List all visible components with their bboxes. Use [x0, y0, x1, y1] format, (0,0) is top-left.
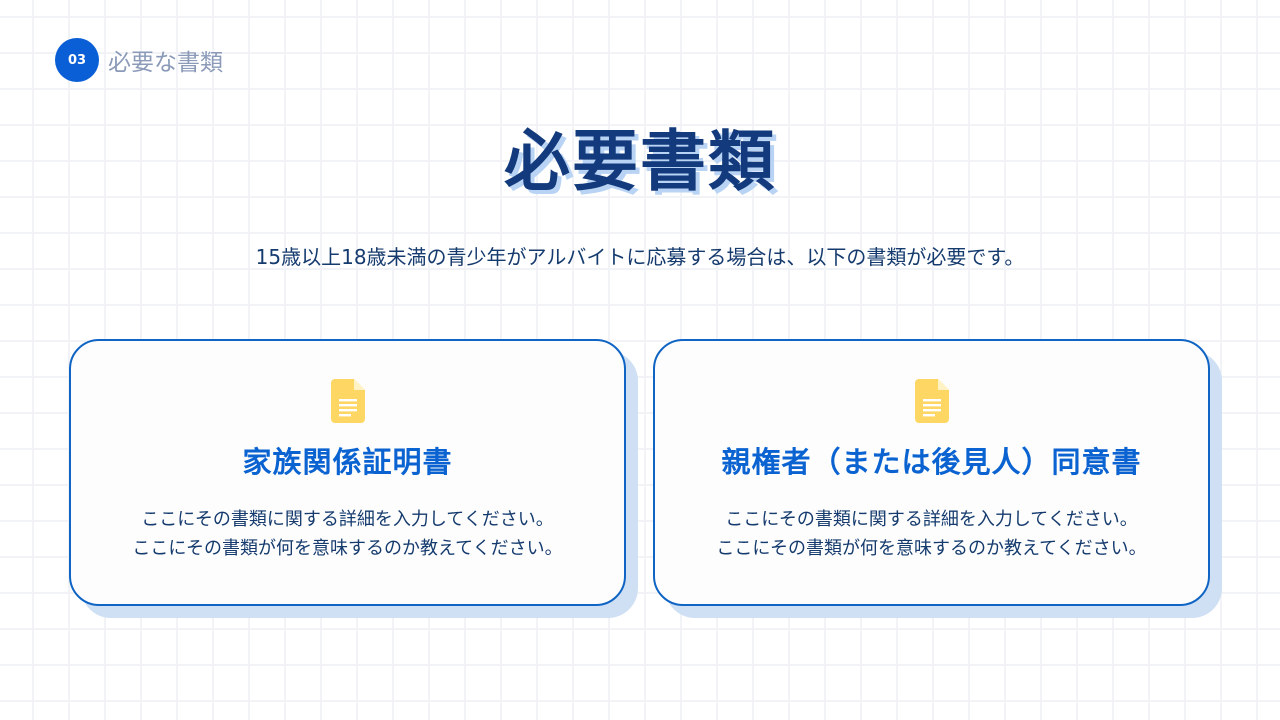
section-header: 03 必要な書類 — [55, 38, 223, 82]
section-number-badge: 03 — [55, 38, 99, 82]
page-subtitle: 15歳以上18歳未満の青少年がアルバイトに応募する場合は、以下の書類が必要です。 — [255, 245, 1025, 269]
card-title: 家族関係証明書 — [242, 445, 453, 479]
card-body-line: ここにその書類に関する詳細を入力してください。 — [725, 509, 1138, 530]
document-card-guardian-consent: 親権者（または後見人）同意書 ここにその書類に関する詳細を入力してください。 こ… — [653, 339, 1210, 606]
card-body-line: ここにその書類が何を意味するのか教えてください。 — [132, 538, 563, 559]
document-icon — [914, 379, 949, 423]
document-icon — [330, 379, 365, 423]
document-card-family-certificate: 家族関係証明書 ここにその書類に関する詳細を入力してください。 ここにその書類が… — [69, 339, 626, 606]
section-label: 必要な書類 — [108, 50, 223, 76]
card-body: ここにその書類に関する詳細を入力してください。 ここにその書類が何を意味するのか… — [132, 505, 562, 563]
card-body-line: ここにその書類が何を意味するのか教えてください。 — [716, 538, 1147, 559]
page-title: 必要書類 — [504, 123, 776, 200]
card-body: ここにその書類に関する詳細を入力してください。 ここにその書類が何を意味するのか… — [716, 505, 1146, 563]
card-body-line: ここにその書類に関する詳細を入力してください。 — [141, 509, 554, 530]
card-title: 親権者（または後見人）同意書 — [721, 445, 1142, 479]
